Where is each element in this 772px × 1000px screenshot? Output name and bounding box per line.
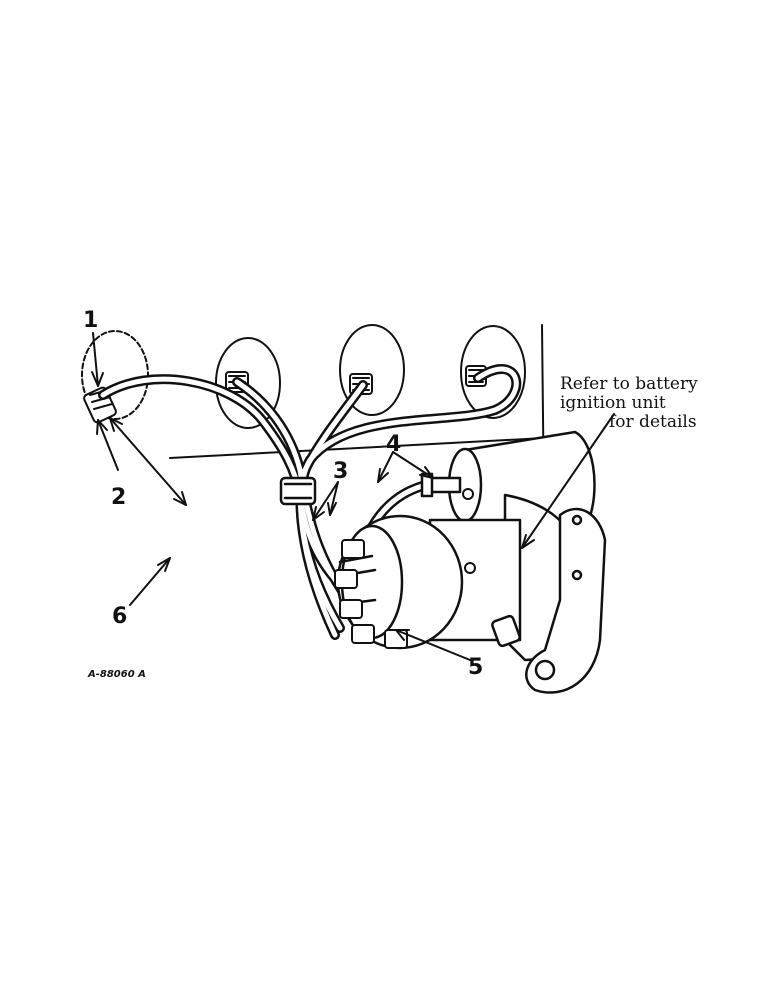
callout-2: 2 — [111, 485, 127, 510]
callout-3: 3 — [333, 459, 349, 484]
callout-1: 1 — [83, 308, 99, 333]
reference-note-line-3: for details — [609, 412, 697, 432]
figure-id: A-88060 A — [88, 669, 146, 680]
leader-arrows — [91, 332, 615, 661]
callout-4: 4 — [386, 432, 402, 457]
reference-note-line-2: ignition unit — [560, 393, 666, 413]
mounting-bracket — [491, 507, 607, 694]
callout-6: 6 — [112, 604, 128, 629]
callout-5: 5 — [468, 655, 484, 680]
distributor-cap-terminals — [334, 488, 476, 649]
reference-note-line-1: Refer to battery — [560, 374, 698, 394]
wire-loom-clip — [279, 476, 317, 506]
